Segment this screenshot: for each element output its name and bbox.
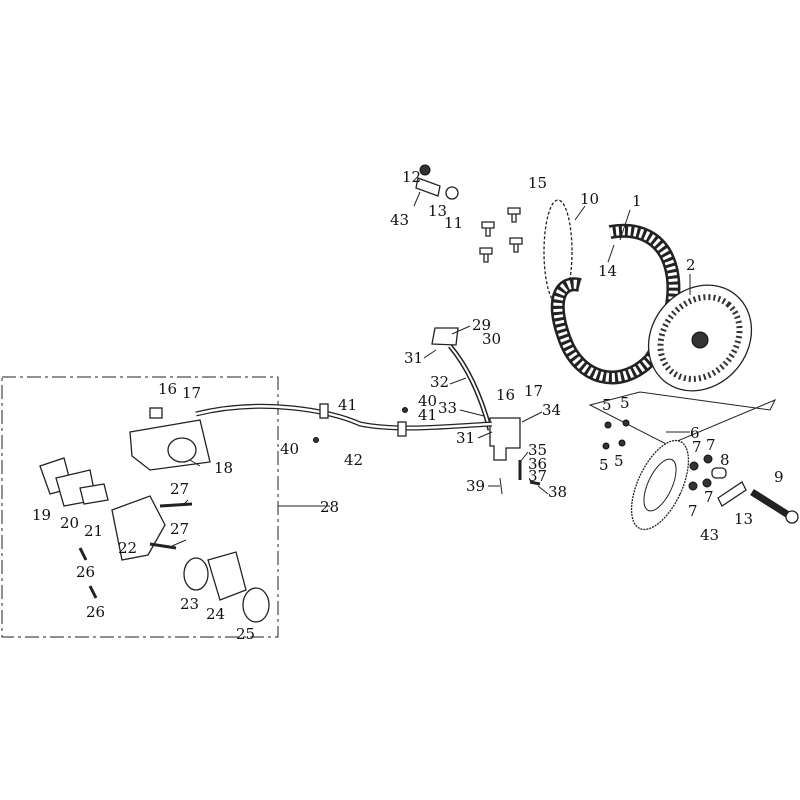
callout: 5 <box>620 394 630 412</box>
callout: 7 <box>688 502 698 520</box>
callout: 19 <box>32 506 51 524</box>
callout: 36 <box>528 455 547 473</box>
callout: 16 <box>158 380 177 398</box>
callout: 22 <box>118 539 137 557</box>
callout: 38 <box>548 483 567 501</box>
callout: 43 <box>700 526 719 544</box>
callout: 7 <box>704 488 714 506</box>
callout: 18 <box>214 459 233 477</box>
callout: 17 <box>524 382 543 400</box>
brake-caliper <box>129 407 211 471</box>
rear-sprocket <box>630 439 690 531</box>
callout: 40 <box>280 440 299 458</box>
callout: 30 <box>482 330 501 348</box>
callout: 5 <box>599 456 609 474</box>
caliper-assembly-frame <box>1 376 279 638</box>
piston <box>207 551 247 601</box>
callout-labels: 12 43 13 11 15 10 1 14 2 29 30 31 32 16 … <box>32 168 784 643</box>
piston-seal <box>183 557 209 591</box>
callout: 41 <box>338 396 357 414</box>
callout: 14 <box>598 262 617 280</box>
callout: 33 <box>438 399 457 417</box>
callout: 6 <box>690 424 700 442</box>
callout: 24 <box>206 605 225 623</box>
leader-lines <box>171 205 691 547</box>
callout: 26 <box>76 563 95 581</box>
callout: 35 <box>528 441 547 459</box>
rear-rim <box>647 284 753 392</box>
master-cylinder <box>431 327 541 495</box>
dust-seal <box>242 587 270 623</box>
callout: 26 <box>86 603 105 621</box>
callout: 17 <box>182 384 201 402</box>
callout: 7 <box>706 436 716 454</box>
callout: 7 <box>692 438 702 456</box>
callout: 31 <box>456 429 475 447</box>
callout: 32 <box>430 373 449 391</box>
callout: 25 <box>236 625 255 643</box>
callout: 15 <box>528 174 547 192</box>
rear-axle <box>602 419 799 524</box>
callout: 29 <box>472 316 491 334</box>
callout: 16 <box>496 386 515 404</box>
callout: 42 <box>344 451 363 469</box>
callout: 43 <box>390 211 409 229</box>
callout: 13 <box>428 202 447 220</box>
callout: 12 <box>402 168 421 186</box>
callout: 40 <box>418 392 437 410</box>
callout: 27 <box>170 480 189 498</box>
hub-plane <box>588 391 777 446</box>
brake-pads <box>39 457 109 507</box>
callout: 10 <box>580 190 599 208</box>
callout: 13 <box>734 510 753 528</box>
callout: 37 <box>528 467 547 485</box>
callout: 21 <box>84 522 103 540</box>
callout: 23 <box>180 595 199 613</box>
callout: 1 <box>632 192 642 210</box>
callout: 5 <box>614 452 624 470</box>
callout: 41 <box>418 406 437 424</box>
callout: 5 <box>602 396 612 414</box>
chain-adjuster-top <box>413 164 459 207</box>
callout: 20 <box>60 514 79 532</box>
callout: 2 <box>686 256 696 274</box>
callout: 34 <box>542 401 561 419</box>
callout: 11 <box>444 214 463 232</box>
rear-tire <box>550 223 681 385</box>
callout: 31 <box>404 349 423 367</box>
callout: 9 <box>774 468 784 486</box>
callout: 39 <box>466 477 485 495</box>
callout: 28 <box>320 498 339 516</box>
callout: 27 <box>170 520 189 538</box>
disc-bolts <box>479 207 523 263</box>
callout: 8 <box>720 451 730 469</box>
